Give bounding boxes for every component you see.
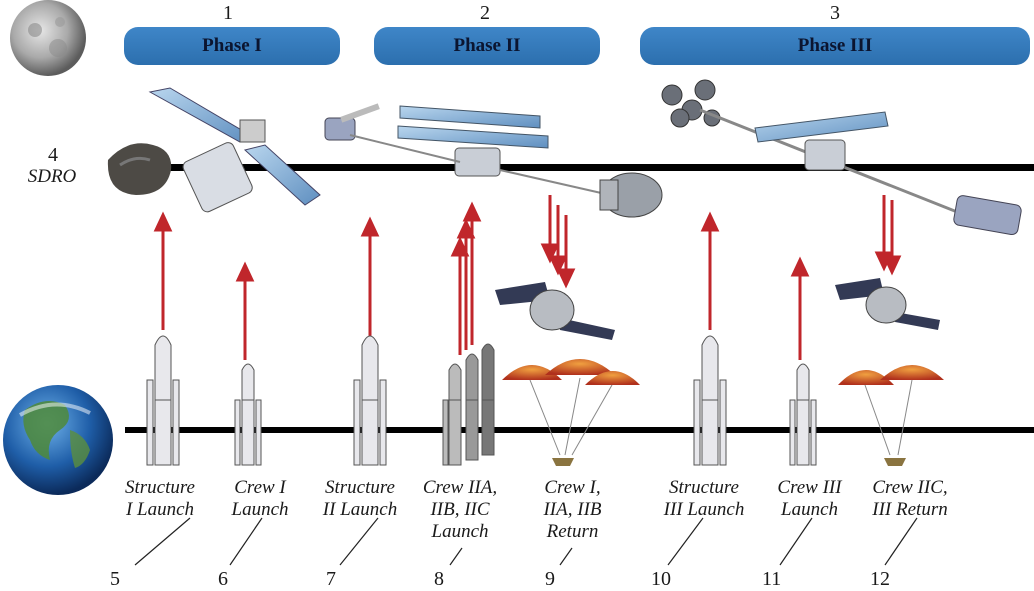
phase-iii-badge: Phase III bbox=[640, 27, 1030, 65]
event-number: 12 bbox=[870, 568, 890, 590]
event-number: 10 bbox=[651, 568, 671, 590]
earth-surface-line bbox=[125, 427, 1034, 433]
phase-i-badge: Phase I bbox=[124, 27, 340, 65]
launch-arrows bbox=[153, 201, 810, 360]
phase-number: 1 bbox=[223, 2, 233, 24]
event-number: 9 bbox=[545, 568, 555, 590]
phase-ii-badge: Phase II bbox=[374, 27, 600, 65]
return-arrows bbox=[540, 195, 902, 289]
sdro-orbit-line bbox=[125, 164, 1034, 171]
phase-number: 3 bbox=[830, 2, 840, 24]
moon-icon bbox=[10, 0, 86, 76]
parachute-icon bbox=[838, 365, 944, 466]
structure-i-spacecraft-icon bbox=[148, 87, 321, 213]
asteroid-icon bbox=[107, 143, 172, 195]
event-number: 5 bbox=[110, 568, 120, 590]
event-label: Crew IIC,III Return bbox=[872, 477, 948, 520]
crew-capsule-icon bbox=[495, 282, 615, 340]
crew-capsule-icon bbox=[835, 278, 940, 330]
phase-number: 2 bbox=[480, 2, 490, 24]
orbit-label: SDRO bbox=[27, 166, 77, 187]
parachute-icon bbox=[502, 359, 640, 466]
structure-iii-spacecraft-icon bbox=[661, 79, 1022, 236]
event-number: 8 bbox=[434, 568, 444, 590]
leader-lines bbox=[134, 517, 918, 566]
event-number: 6 bbox=[218, 568, 228, 590]
event-number: 7 bbox=[326, 568, 336, 590]
event-number: 11 bbox=[762, 568, 782, 590]
rocket-icon bbox=[146, 335, 817, 466]
orbit-number: 4 bbox=[48, 144, 58, 166]
earth-icon bbox=[3, 385, 113, 495]
structure-ii-spacecraft-icon bbox=[324, 103, 663, 218]
